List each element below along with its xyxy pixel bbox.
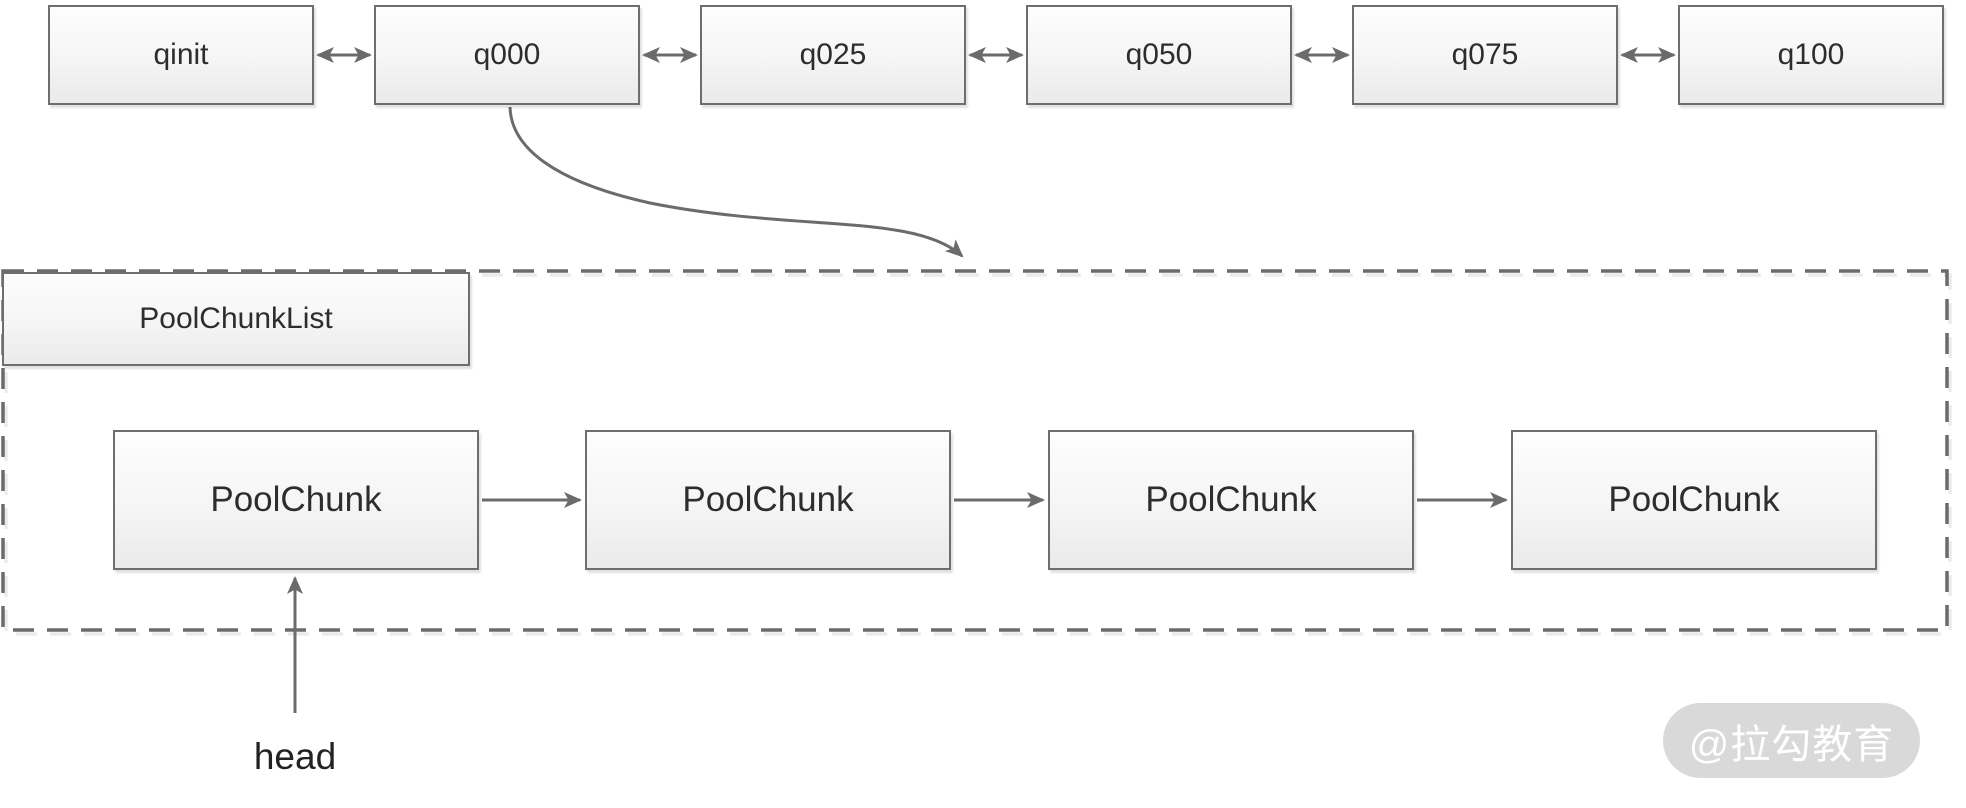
queue-node-qinit: qinit xyxy=(48,5,314,105)
curved-arrow-q000-to-poolchunklist xyxy=(508,106,964,258)
queue-node-label: q050 xyxy=(1125,38,1193,71)
pool-chunk-list-label: PoolChunkList xyxy=(139,302,333,335)
queue-node-q025: q025 xyxy=(700,5,966,105)
queue-node-q100: q100 xyxy=(1678,5,1944,105)
watermark-badge: @拉勾教育 xyxy=(1663,703,1920,778)
pool-chunk-label: PoolChunk xyxy=(1608,480,1780,519)
pool-chunk-label: PoolChunk xyxy=(682,480,854,519)
queue-node-label: q075 xyxy=(1451,38,1519,71)
dashed-boundary xyxy=(1,269,1949,632)
queue-node-q075: q075 xyxy=(1352,5,1618,105)
pool-chunk-label: PoolChunk xyxy=(210,480,382,519)
queue-node-label: q025 xyxy=(799,38,867,71)
queue-node-label: q000 xyxy=(473,38,541,71)
pool-chunk-node-2: PoolChunk xyxy=(585,430,951,570)
pool-chunk-node-3: PoolChunk xyxy=(1048,430,1414,570)
dashed-boundary-shadow xyxy=(4,273,1952,636)
watermark-text: @拉勾教育 xyxy=(1688,722,1895,767)
pool-chunk-node-4: PoolChunk xyxy=(1511,430,1877,570)
pool-chunk-node-1: PoolChunk xyxy=(113,430,479,570)
queue-node-label: qinit xyxy=(153,38,209,71)
pool-chunk-list-node: PoolChunkList xyxy=(2,272,470,366)
queue-node-q050: q050 xyxy=(1026,5,1292,105)
head-pointer-label: head xyxy=(253,736,337,777)
pool-chunk-label: PoolChunk xyxy=(1145,480,1317,519)
queue-node-q000: q000 xyxy=(374,5,640,105)
queue-node-label: q100 xyxy=(1777,38,1845,71)
